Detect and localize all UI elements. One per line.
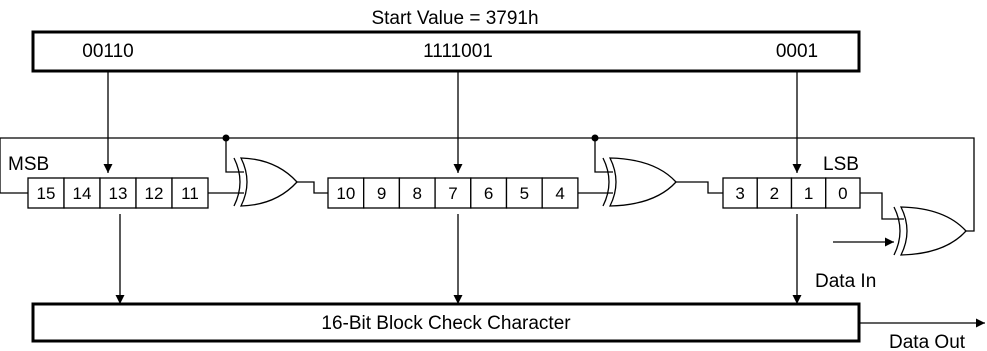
register-cell-box — [825, 177, 861, 209]
register-cell-label: 11 — [181, 184, 199, 203]
register-bit-14: 14 — [63, 177, 101, 209]
register-bit-15: 15 — [27, 177, 65, 209]
register-bit-6: 6 — [470, 177, 508, 209]
register-bit-11: 11 — [171, 177, 209, 209]
register-cell-box — [790, 177, 827, 209]
bcc-box — [31, 302, 861, 343]
start-segment-left: 00110 — [82, 41, 133, 62]
start-segment-middle: 1111001 — [423, 41, 493, 62]
wire-xor2-to-bit3 — [676, 181, 723, 194]
register-bit-8: 8 — [398, 177, 436, 209]
register-cell-label: 14 — [73, 184, 92, 203]
register-bit-3: 3 — [722, 177, 758, 209]
register-cell-box — [99, 177, 137, 209]
register-bit-4: 4 — [541, 177, 579, 209]
register-cell-box — [27, 177, 65, 209]
register-bit-7: 7 — [434, 177, 472, 209]
start-value-title: Start Value = 3791h — [371, 8, 538, 29]
register-cell-label: 10 — [336, 184, 355, 203]
register-cell-label: 2 — [770, 184, 779, 203]
data-in-label: Data In — [815, 271, 876, 292]
register-cell-label: 13 — [109, 184, 128, 203]
feedback-loop-wire — [0, 137, 975, 232]
register-cell-box — [434, 177, 472, 209]
register-group-low: 3 2 1 0 — [722, 177, 861, 209]
xor-gate-1 — [233, 157, 298, 207]
register-cell-label: 12 — [145, 184, 164, 203]
bcc-label: 16-Bit Block Check Character — [321, 313, 571, 334]
register-cell-label: 1 — [804, 184, 813, 203]
wire-xor1-to-bit10 — [297, 181, 328, 194]
register-cell-label: 8 — [413, 184, 422, 203]
register-group-high: 15 14 13 12 11 — [27, 177, 209, 209]
register-bit-1: 1 — [790, 177, 827, 209]
register-cell-box — [135, 177, 173, 209]
msb-label: MSB — [8, 154, 49, 175]
register-bit-10: 10 — [327, 177, 365, 209]
register-cell-label: 3 — [735, 184, 744, 203]
register-bit-5: 5 — [505, 177, 543, 209]
start-value-box — [31, 30, 861, 73]
feedback-tap-1 — [225, 138, 244, 173]
start-segment-right: 0001 — [776, 41, 818, 62]
register-cell-box — [541, 177, 579, 209]
wire-bit0-to-xor3 — [860, 192, 904, 220]
register-cell-box — [756, 177, 793, 209]
lsb-label: LSB — [823, 154, 859, 175]
register-cell-label: 0 — [838, 184, 847, 203]
register-bit-2: 2 — [756, 177, 793, 209]
register-bit-12: 12 — [135, 177, 173, 209]
register-cell-box — [63, 177, 101, 209]
register-cell-box — [171, 177, 209, 209]
register-cell-label: 15 — [37, 184, 56, 203]
register-bit-9: 9 — [363, 177, 401, 209]
register-bit-0: 0 — [825, 177, 861, 209]
register-cell-box — [722, 177, 758, 209]
data-out-label: Data Out — [889, 332, 966, 351]
xor-gate-2 — [602, 157, 677, 207]
register-cell-label: 9 — [377, 184, 386, 203]
register-group-mid: 10 9 8 7 6 5 4 — [327, 177, 579, 209]
xor-gate-3 — [893, 206, 967, 256]
register-cell-label: 4 — [555, 184, 564, 203]
register-cell-label: 6 — [484, 184, 493, 203]
register-cell-box — [363, 177, 401, 209]
register-cell-label: 7 — [448, 184, 457, 203]
register-cell-label: 5 — [520, 184, 529, 203]
register-bit-13: 13 — [99, 177, 137, 209]
register-cell-box — [470, 177, 508, 209]
feedback-tap-2 — [594, 138, 613, 173]
register-cell-box — [505, 177, 543, 209]
